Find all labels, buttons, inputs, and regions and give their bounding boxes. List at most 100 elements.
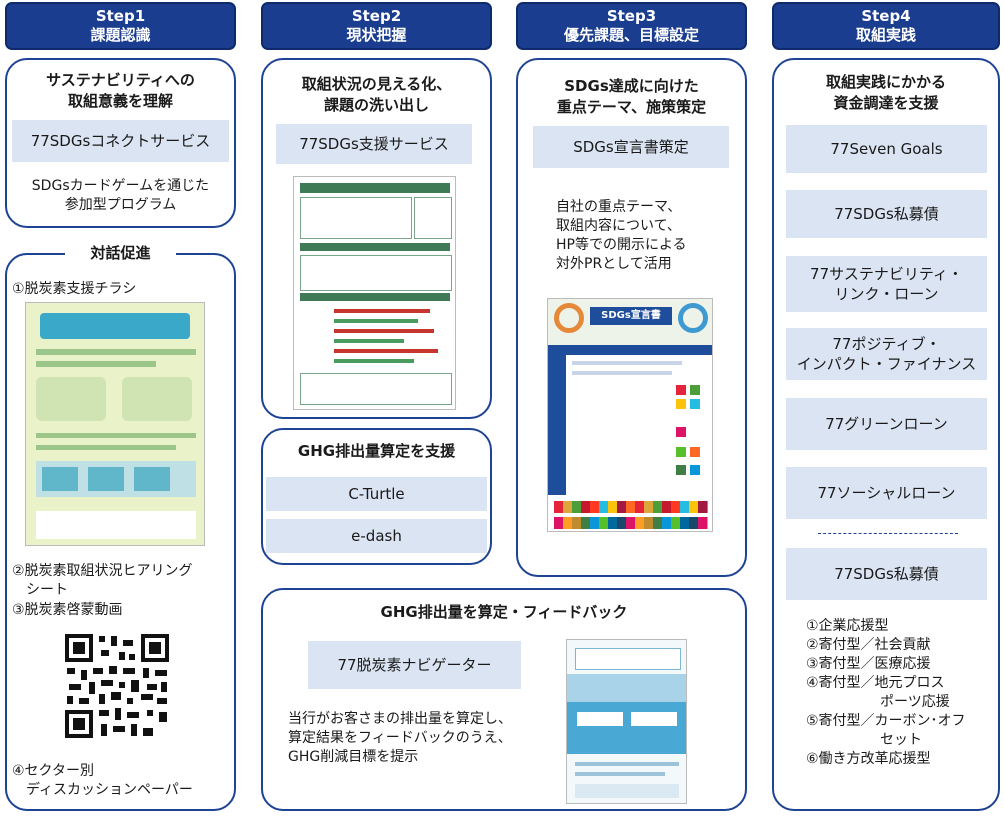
declaration-sidebar	[548, 355, 566, 495]
navigator-line	[575, 772, 665, 776]
col1-item4-line2: ディスカッションペーパー	[26, 782, 193, 798]
declaration-bar	[548, 345, 712, 355]
col4-service-sdgs-bond-2: 77SDGs私募債	[786, 548, 987, 600]
sheet-header-bar	[300, 293, 450, 301]
sdg-goal-tile	[690, 399, 700, 409]
col4-type4-line2: ポーツ応援	[880, 694, 950, 710]
sdg-goal-tile	[676, 385, 686, 395]
sdg-goal-tile	[676, 427, 686, 437]
flyer-step-box	[134, 467, 170, 491]
step1-label: Step1	[95, 7, 146, 25]
step2-header: Step2 現状把握	[261, 2, 492, 50]
sdg-goal-tile	[690, 447, 700, 457]
flyer-line	[36, 349, 196, 355]
col4-type3: ③寄付型／医療応援	[806, 656, 931, 672]
sheet-bar	[334, 349, 438, 353]
sdg-goal-tile	[690, 465, 700, 475]
col1-item1: ①脱炭素支援チラシ	[12, 281, 137, 297]
navigator-thumbnail	[566, 639, 687, 804]
col4-service-seven-goals: 77Seven Goals	[786, 125, 987, 173]
col4-divider	[818, 533, 958, 534]
wide-desc-line3: GHG削減目標を提示	[288, 749, 419, 765]
navigator-box	[577, 712, 623, 726]
flyer-step-box	[88, 467, 124, 491]
col4-service-pif-line1: 77ポジティブ・	[832, 335, 941, 353]
step2-label: Step2	[351, 7, 402, 25]
step3-header: Step3 優先課題、目標設定	[516, 2, 747, 50]
col4-bond-types: ①企業応援型 ②寄付型／社会貢献 ③寄付型／医療応援 ④寄付型／地元プロス ポー…	[806, 617, 966, 769]
col4-service-sll-line1: 77サステナビリティ・	[810, 265, 963, 283]
step2-title: 現状把握	[346, 26, 407, 44]
step4-title: 取組実践	[855, 26, 916, 44]
navigator-skyline	[567, 674, 686, 702]
sheet-table	[300, 255, 452, 291]
col3-desc-line4: 対外PRとして活用	[556, 256, 672, 272]
navigator-title-box	[575, 648, 681, 670]
declaration-thumbnail: SDGs宣言書	[547, 298, 713, 532]
col2-card1-title-line1: 取組状況の見える化、	[301, 75, 452, 93]
col1-item2-line1: ②脱炭素取組状況ヒアリング	[12, 563, 193, 579]
step1-title: 課題認識	[90, 26, 151, 44]
step3-title: 優先課題、目標設定	[563, 26, 699, 44]
col2-service-support: 77SDGs支援サービス	[276, 124, 472, 164]
col2-service-cturtle: C-Turtle	[266, 477, 487, 511]
step4-header: Step4 取組実践	[772, 2, 1000, 50]
col3-desc-line2: 取組内容について、	[556, 218, 681, 234]
navigator-footer	[575, 784, 679, 798]
step4-label: Step4	[861, 7, 911, 25]
col3-card1-title-line2: 重点テーマ、施策策定	[556, 98, 707, 116]
col1-card1-desc-line2: 参加型プログラム	[64, 197, 177, 213]
navigator-line	[575, 762, 679, 766]
declaration-thumb-header: SDGs宣言書	[590, 307, 672, 325]
col4-service-positive-impact-finance: 77ポジティブ・ インパクト・ファイナンス	[786, 328, 987, 380]
col2-card1-title: 取組状況の見える化、 課題の洗い出し	[261, 74, 492, 116]
col4-title-line2: 資金調達を支援	[833, 94, 939, 112]
step3-label: Step3	[606, 7, 657, 25]
hearing-sheet-thumbnail	[293, 176, 456, 410]
wide-desc-line2: 算定結果をフィードバックのうえ、	[288, 730, 512, 746]
col3-card1-title: SDGs達成に向けた 重点テーマ、施策策定	[516, 76, 747, 118]
declaration-line	[572, 371, 672, 375]
flyer-thumbnail	[25, 302, 205, 546]
col1-item2: ②脱炭素取組状況ヒアリング シート	[12, 562, 193, 600]
col1-item3: ③脱炭素啓蒙動画	[12, 602, 123, 618]
col4-service-sustainability-linked-loan: 77サステナビリティ・ リンク・ローン	[786, 256, 987, 312]
qr-code	[63, 632, 171, 740]
col3-card1-title-line1: SDGs達成に向けた	[564, 77, 699, 95]
col4-service-green-loan: 77グリーンローン	[786, 398, 987, 450]
col4-type1: ①企業応援型	[806, 618, 889, 634]
wide-desc: 当行がお客さまの排出量を算定し、 算定結果をフィードバックのうえ、 GHG削減目…	[288, 710, 512, 767]
flyer-step-box	[42, 467, 78, 491]
sdg-goal-tile	[676, 447, 686, 457]
col4-title-line1: 取組実践にかかる	[825, 73, 946, 91]
sdgs-wheel-icon	[678, 303, 708, 333]
flyer-line	[36, 433, 196, 438]
col1-card1-title: サステナビリティへの 取組意義を理解	[5, 70, 236, 112]
wide-desc-line1: 当行がお客さまの排出量を算定し、	[288, 711, 512, 727]
col1-card1-desc: SDGsカードゲームを通じた 参加型プログラム	[5, 177, 236, 215]
sheet-bar	[334, 309, 430, 313]
col4-service-pif-line2: インパクト・ファイナンス	[796, 355, 977, 373]
col4-type6: ⑥働き方改革応援型	[806, 751, 931, 767]
col4-title: 取組実践にかかる 資金調達を支援	[772, 72, 1000, 114]
sheet-table	[300, 197, 412, 239]
sheet-table	[300, 373, 452, 405]
flyer-illustration	[36, 377, 106, 421]
sheet-header-bar	[300, 243, 450, 251]
sdg-goal-tile	[690, 385, 700, 395]
sdg-goal-strip	[554, 517, 708, 529]
col1-card1-desc-line1: SDGsカードゲームを通じた	[31, 178, 210, 194]
sheet-header-bar	[300, 183, 450, 193]
col1-item4-line1: ④セクター別	[12, 763, 94, 779]
col1-card2-title: 対話促進	[65, 243, 176, 264]
col1-item2-line2: シート	[26, 582, 68, 598]
flyer-line	[36, 445, 176, 450]
col2-service-edash: e-dash	[266, 519, 487, 553]
sheet-bar	[334, 319, 418, 323]
flyer-line	[36, 361, 156, 367]
step1-header: Step1 課題認識	[5, 2, 236, 50]
col2-card2-title: GHG排出量算定を支援	[297, 442, 456, 460]
sheet-bar	[334, 359, 414, 363]
wide-service-navigator: 77脱炭素ナビゲーター	[308, 641, 521, 689]
navigator-box	[631, 712, 677, 726]
